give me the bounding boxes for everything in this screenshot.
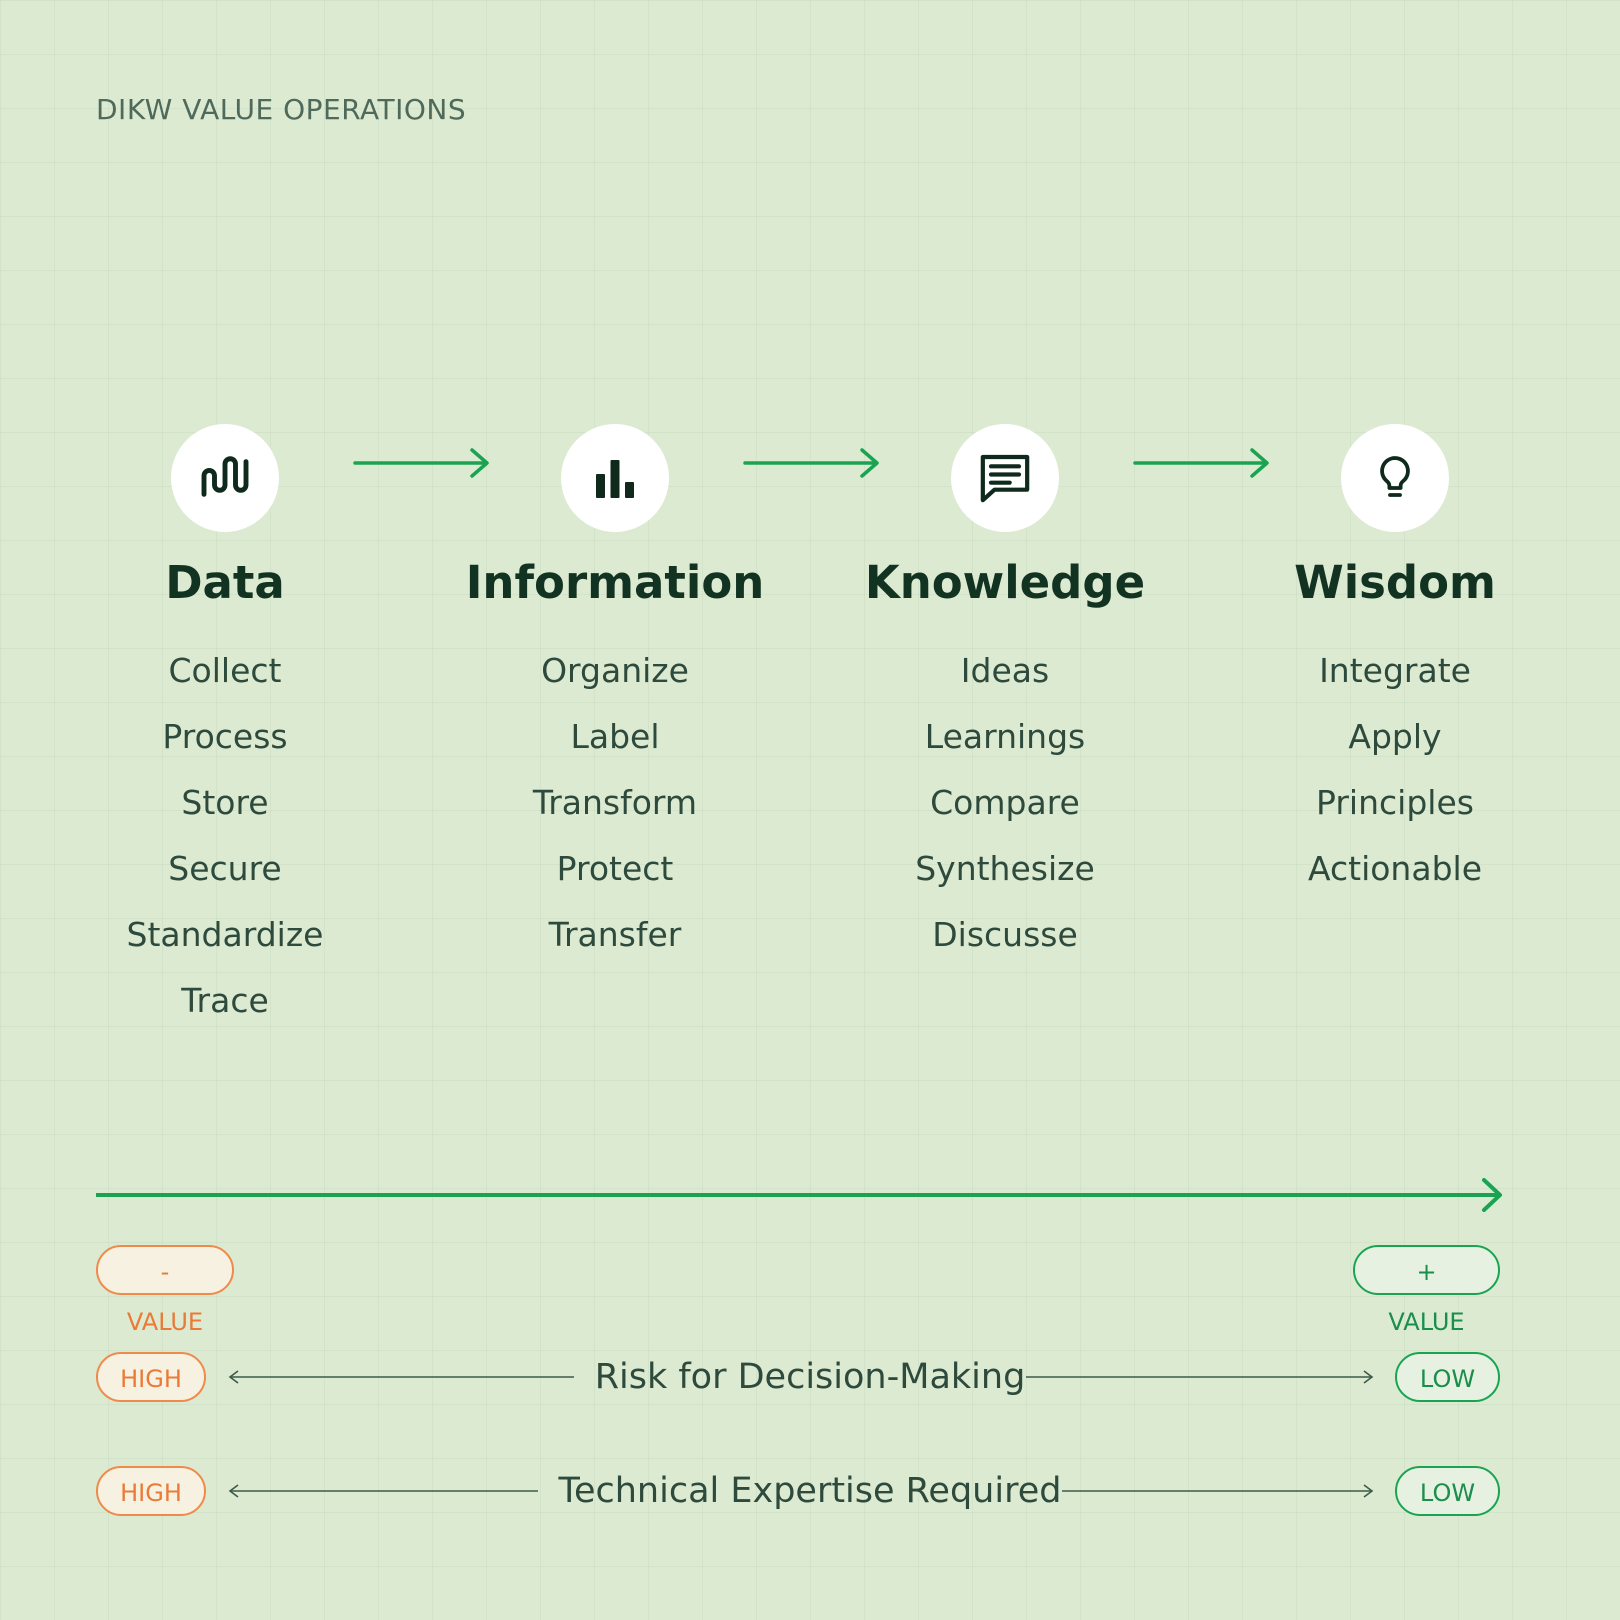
- operation-item: Protect: [556, 849, 674, 888]
- risk-high-badge: HIGH: [96, 1352, 206, 1402]
- bar-chart-icon: [561, 424, 669, 532]
- operation-item: Principles: [1316, 783, 1474, 822]
- operation-item: Store: [181, 783, 269, 822]
- stage-title: Knowledge: [864, 556, 1146, 609]
- right-arrow-icon: [1026, 1370, 1374, 1384]
- left-arrow-icon: [228, 1484, 538, 1498]
- operation-item: Actionable: [1308, 849, 1482, 888]
- operation-item: Compare: [930, 783, 1080, 822]
- risk-low-badge: LOW: [1395, 1352, 1500, 1402]
- operation-item: Learnings: [924, 717, 1086, 756]
- operation-item: Transfer: [548, 915, 682, 954]
- stage-title: Information: [465, 556, 765, 609]
- operations-list: Organize Label Transform Protect Transfe…: [420, 646, 810, 976]
- right-arrow-icon: [1062, 1484, 1374, 1498]
- operations-list: Integrate Apply Principles Actionable: [1200, 646, 1590, 910]
- waveform-icon: [171, 424, 279, 532]
- lightbulb-icon: [1341, 424, 1449, 532]
- operation-item: Label: [570, 717, 660, 756]
- expertise-high-badge: HIGH: [96, 1466, 206, 1516]
- operations-list: Collect Process Store Secure Standardize…: [30, 646, 420, 1042]
- operation-item: Apply: [1348, 717, 1442, 756]
- expertise-scale-label: Technical Expertise Required: [558, 1471, 1062, 1511]
- value-axis-arrow-icon: [96, 1178, 1502, 1212]
- flow-arrow-icon: [743, 448, 879, 478]
- operation-item: Organize: [541, 651, 689, 690]
- operation-item: Secure: [168, 849, 282, 888]
- operation-item: Collect: [168, 651, 282, 690]
- left-arrow-icon: [228, 1370, 574, 1384]
- expertise-low-badge: LOW: [1395, 1466, 1500, 1516]
- stage-title: Data: [165, 556, 285, 609]
- operation-item: Standardize: [126, 915, 324, 954]
- flow-arrow-icon: [1133, 448, 1269, 478]
- operations-list: Ideas Learnings Compare Synthesize Discu…: [810, 646, 1200, 976]
- message-lines-icon: [951, 424, 1059, 532]
- plus-value-badge: + VALUE: [1353, 1245, 1500, 1336]
- stage-title: Wisdom: [1294, 556, 1496, 609]
- operation-item: Synthesize: [915, 849, 1095, 888]
- operation-item: Process: [162, 717, 288, 756]
- operation-item: Trace: [181, 981, 269, 1020]
- operation-item: Integrate: [1319, 651, 1471, 690]
- operation-item: Transform: [532, 783, 698, 822]
- minus-value-badge: - VALUE: [96, 1245, 234, 1336]
- page-eyebrow-title: DIKW VALUE OPERATIONS: [96, 93, 467, 126]
- operation-item: Discusse: [932, 915, 1078, 954]
- operation-item: Ideas: [960, 651, 1050, 690]
- flow-arrow-icon: [353, 448, 489, 478]
- risk-scale-label: Risk for Decision-Making: [594, 1357, 1026, 1397]
